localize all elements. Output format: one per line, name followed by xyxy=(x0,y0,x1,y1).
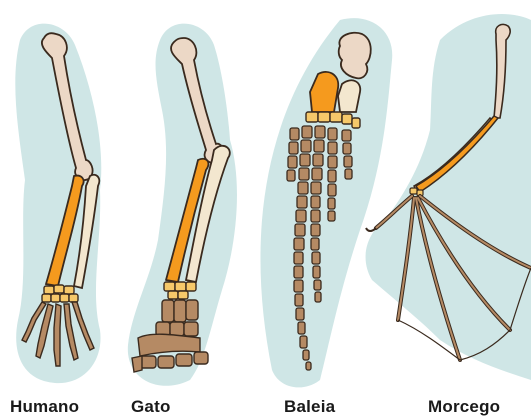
label-human: Humano xyxy=(10,397,79,417)
bat-thumb xyxy=(366,228,376,231)
label-cat: Gato xyxy=(131,397,171,417)
human-arm xyxy=(15,24,101,384)
whale-humerus xyxy=(339,33,371,79)
label-bat: Morcego xyxy=(428,397,500,417)
whale-flipper xyxy=(260,18,392,387)
human-carpals xyxy=(42,285,78,302)
cat-leg xyxy=(128,24,237,386)
label-whale: Baleia xyxy=(284,397,335,417)
whale-ulna xyxy=(338,80,360,112)
